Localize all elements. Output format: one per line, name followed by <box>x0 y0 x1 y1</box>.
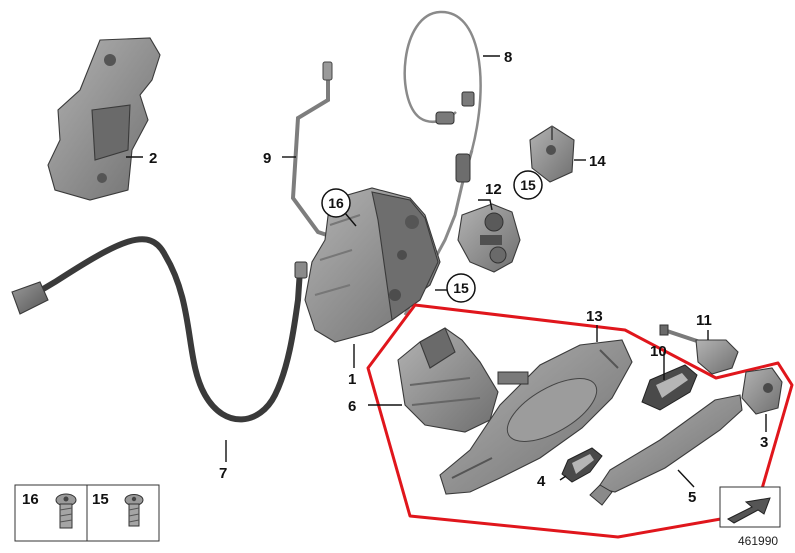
svg-text:15: 15 <box>520 177 536 193</box>
callout-4: 4 <box>537 473 546 490</box>
callout-12: 12 <box>485 181 502 198</box>
callout-13: 13 <box>586 308 603 325</box>
lock-cylinder-part-11 <box>659 324 739 375</box>
document-number: 461990 <box>738 534 778 548</box>
callout-2: 2 <box>149 150 157 167</box>
orientation-arrow-icon <box>719 486 781 528</box>
callout-6: 6 <box>348 398 356 415</box>
callout-11: 11 <box>696 312 712 329</box>
cable-part-7 <box>11 236 308 423</box>
svg-text:16: 16 <box>328 195 344 211</box>
door-lock-part-1 <box>304 187 441 343</box>
callout-3: 3 <box>760 434 768 451</box>
callout-9: 9 <box>263 150 271 167</box>
svg-text:15: 15 <box>453 280 469 296</box>
callout-5: 5 <box>688 489 696 506</box>
lock-actuator-part-2 <box>47 37 161 201</box>
legend-label-15: 15 <box>92 491 109 508</box>
screw-15-icon <box>124 494 144 527</box>
leader-lines <box>126 55 767 488</box>
callout-7: 7 <box>219 465 227 482</box>
legend-label-16: 16 <box>22 491 39 508</box>
handle-carrier-part-13 <box>439 339 633 495</box>
circled-callout-15-mid: 15 <box>446 273 476 303</box>
bowden-cable-part-8 <box>403 10 482 316</box>
support-part-6 <box>397 327 499 433</box>
callout-8: 8 <box>504 49 512 66</box>
rod-part-9 <box>290 61 343 242</box>
circled-callout-16: 16 <box>321 188 351 218</box>
actuator-motor-part-12 <box>457 203 521 273</box>
circled-callout-15-top: 15 <box>513 170 543 200</box>
screw-16-icon <box>55 493 77 529</box>
screw-legend: 16 15 <box>14 484 160 542</box>
callout-1: 1 <box>348 371 356 388</box>
cap-part-3 <box>741 367 783 415</box>
bracket-part-14 <box>529 125 575 183</box>
callout-14: 14 <box>589 153 606 170</box>
door-handle-part-5 <box>589 394 743 506</box>
callout-10: 10 <box>650 343 667 360</box>
highlight-outline <box>366 303 794 539</box>
